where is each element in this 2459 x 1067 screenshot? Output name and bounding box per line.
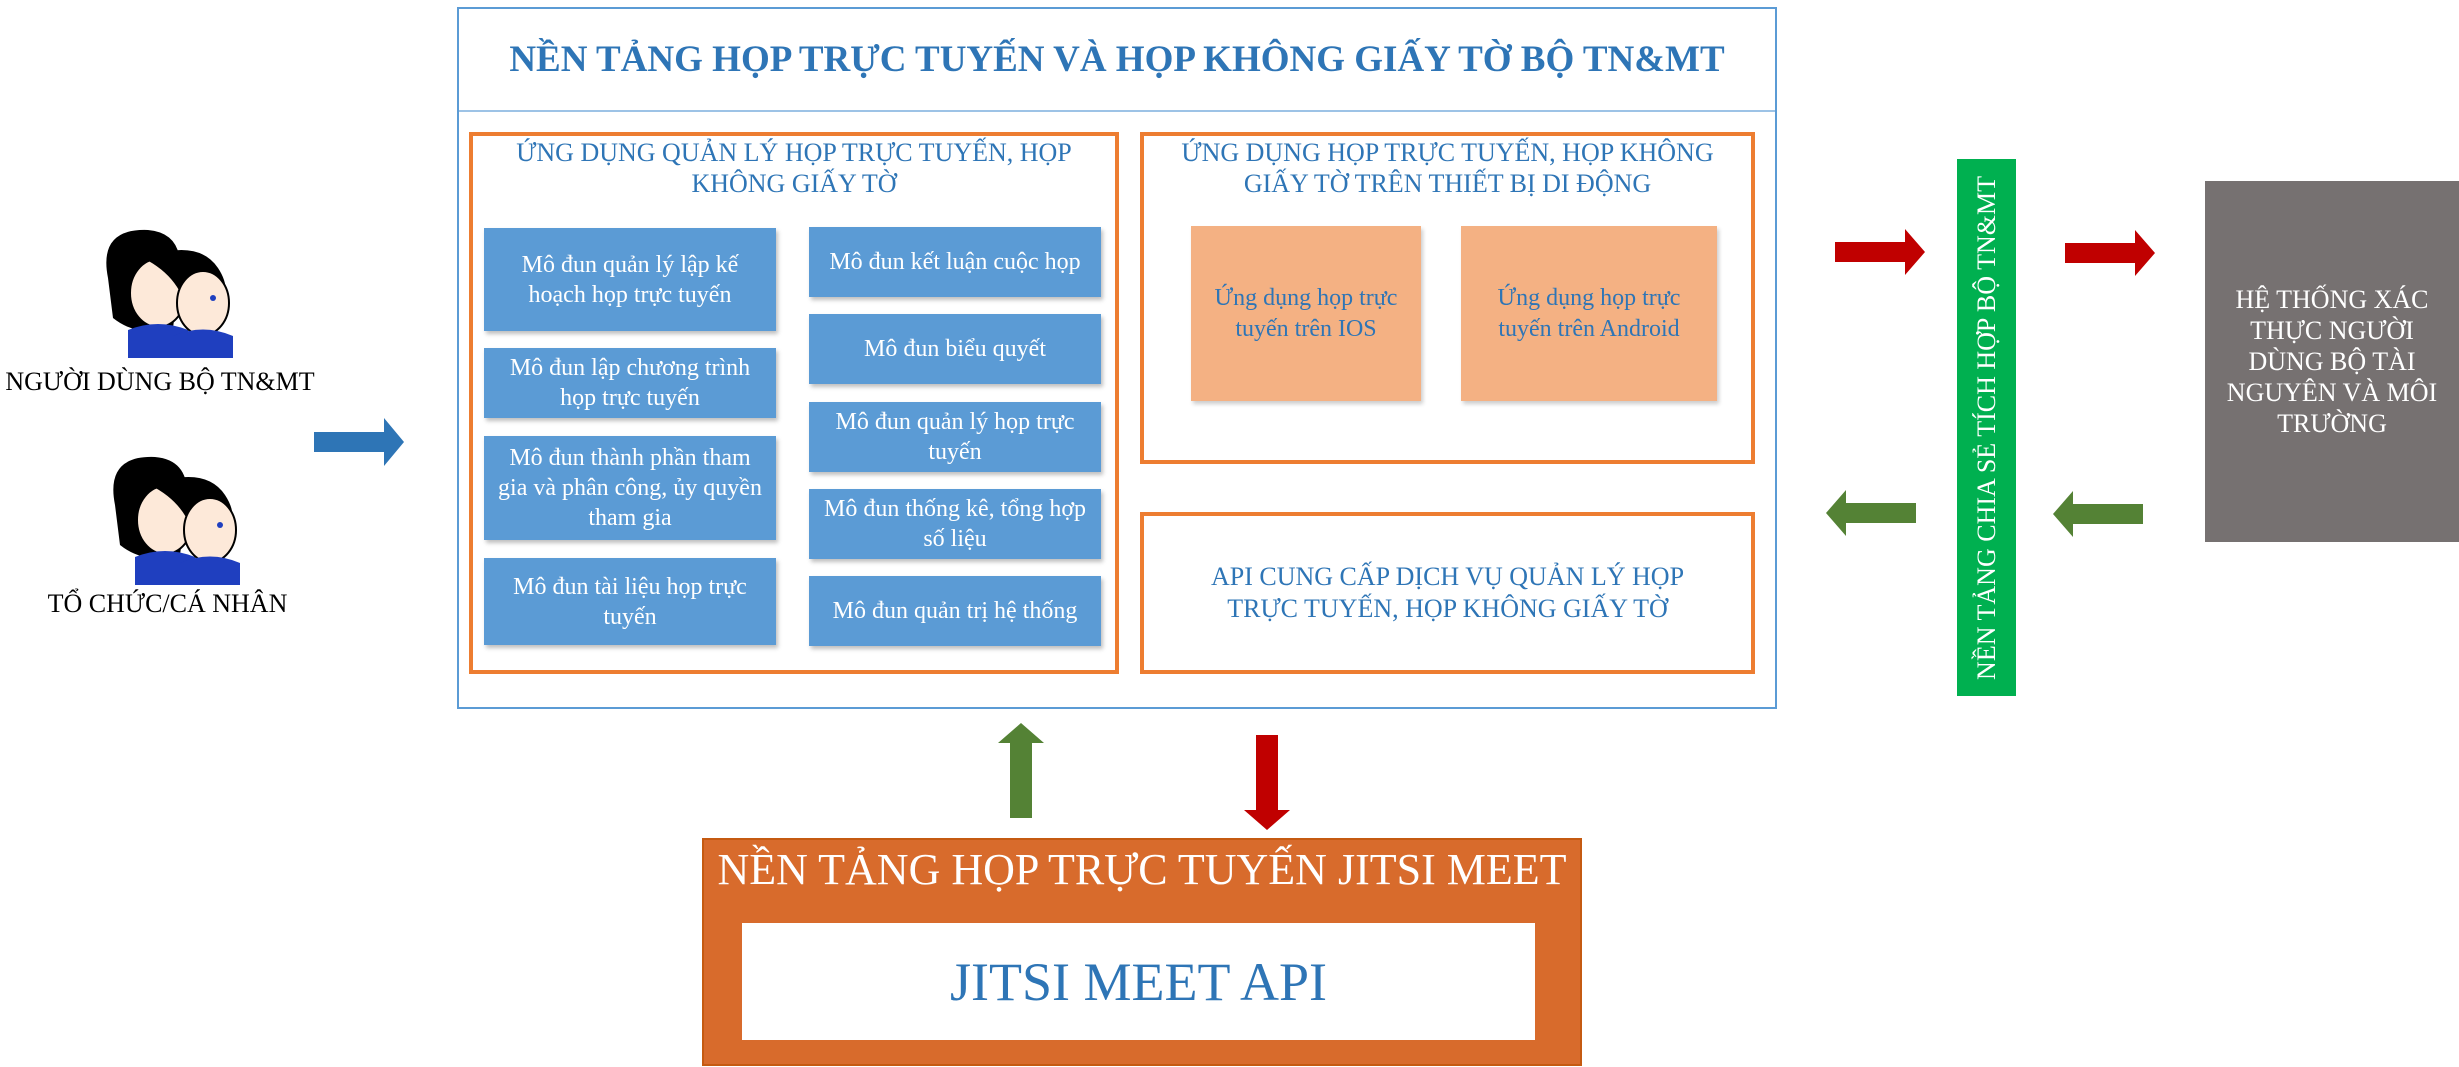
module-voting: Mô đun biểu quyết	[809, 314, 1101, 384]
ios-app: Ứng dụng họp trực tuyến trên IOS	[1191, 226, 1421, 401]
org-user-label: TỔ CHỨC/CÁ NHÂN	[47, 589, 288, 618]
platform-title: NỀN TẢNG HỌP TRỰC TUYẾN VÀ HỌP KHÔNG GIẤ…	[459, 9, 1775, 112]
module-participants: Mô đun thành phần tham gia và phân công,…	[484, 436, 776, 540]
users-to-platform-arrow	[314, 418, 404, 466]
module-meeting-conclusion: Mô đun kết luận cuộc họp	[809, 227, 1101, 297]
jitsi-platform-title: NỀN TẢNG HỌP TRỰC TUYẾN JITSI MEET	[717, 844, 1567, 894]
ministry-users-icon	[106, 229, 233, 358]
share-to-auth-arrow	[2065, 230, 2155, 276]
module-system-admin: Mô đun quản trị hệ thống	[809, 576, 1101, 646]
module-agenda: Mô đun lập chương trình họp trực tuyến	[484, 348, 776, 418]
org-users-icon	[113, 456, 240, 585]
mobile-app-title: ỨNG DỤNG HỌP TRỰC TUYẾN, HỌP KHÔNG GIẤY …	[1181, 138, 1714, 198]
jitsi-api-box: JITSI MEET API	[742, 923, 1535, 1040]
management-app-title: ỨNG DỤNG QUẢN LÝ HỌP TRỰC TUYẾN, HỌP KHÔ…	[516, 138, 1072, 198]
module-documents: Mô đun tài liệu họp trực tuyến	[484, 558, 776, 645]
share-to-platform-arrow	[1826, 490, 1916, 536]
android-app: Ứng dụng họp trực tuyến trên Android	[1461, 226, 1717, 401]
platform-to-jitsi-arrow	[1244, 735, 1290, 830]
ministry-user-label: NGƯỜI DÙNG BỘ TN&MT	[5, 367, 315, 396]
module-meeting-planning: Mô đun quản lý lập kế hoạch họp trực tuy…	[484, 228, 776, 331]
api-service-box: API CUNG CẤP DỊCH VỤ QUẢN LÝ HỌP TRỰC TU…	[1140, 512, 1755, 674]
api-service-text: API CUNG CẤP DỊCH VỤ QUẢN LÝ HỌP TRỰC TU…	[1210, 562, 1685, 623]
platform-to-share-arrow	[1835, 229, 1925, 275]
auth-system-label: HỆ THỐNG XÁC THỰC NGƯỜI DÙNG BỘ TÀI NGUY…	[2226, 285, 2438, 438]
jitsi-to-platform-arrow	[998, 723, 1044, 818]
sharing-platform-bar: NỀN TẢNG CHIA SẺ TÍCH HỢP BỘ TN&MT	[1957, 159, 2016, 696]
sharing-platform-label: NỀN TẢNG CHIA SẺ TÍCH HỢP BỘ TN&MT	[1971, 175, 2001, 680]
module-statistics: Mô đun thống kê, tổng hợp số liệu	[809, 489, 1101, 559]
auth-system-box: HỆ THỐNG XÁC THỰC NGƯỜI DÙNG BỘ TÀI NGUY…	[2205, 181, 2459, 542]
module-meeting-management: Mô đun quản lý họp trực tuyến	[809, 402, 1101, 472]
auth-to-share-arrow	[2053, 491, 2143, 537]
